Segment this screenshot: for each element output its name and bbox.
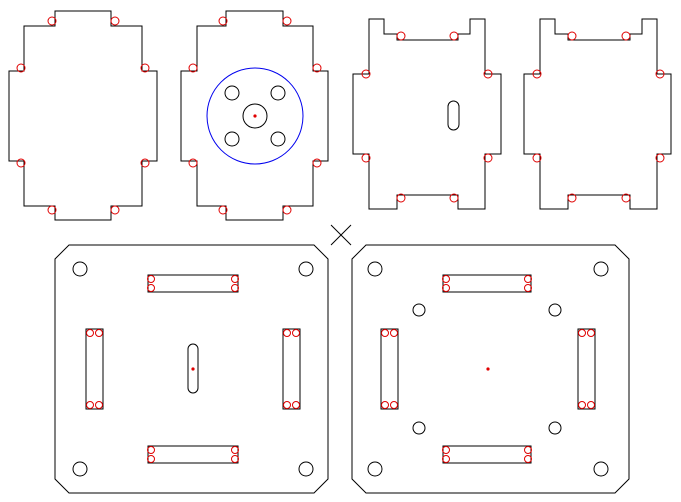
plate-outline xyxy=(351,244,630,494)
corner-holes xyxy=(72,261,314,477)
relief-hole xyxy=(621,31,631,41)
corner-hole xyxy=(298,461,314,477)
panel-outline xyxy=(352,18,502,210)
mortise-slot xyxy=(147,445,239,464)
mortise-slots xyxy=(380,274,596,464)
mortise-slot xyxy=(85,328,104,410)
relief-hole xyxy=(483,153,493,163)
corner-holes xyxy=(367,261,609,477)
mortise-slot xyxy=(577,328,596,410)
bolt-holes xyxy=(224,85,286,147)
relief-hole xyxy=(483,69,493,79)
relief-hole xyxy=(567,31,577,41)
corner-hole xyxy=(72,261,88,277)
relief-hole xyxy=(312,158,322,168)
bolt-hole xyxy=(224,85,240,101)
mortise-slot xyxy=(380,328,399,410)
center-slot xyxy=(187,343,199,394)
relief-hole xyxy=(140,158,150,168)
relief-hole xyxy=(532,153,542,163)
center-hole xyxy=(242,103,268,129)
relief-hole xyxy=(110,16,120,26)
relief-hole xyxy=(449,193,459,203)
origin-cross-marker xyxy=(330,224,352,246)
mortise-slot xyxy=(147,274,239,293)
corner-hole xyxy=(593,461,609,477)
relief-hole xyxy=(361,69,371,79)
end-panel-plain xyxy=(523,18,672,210)
panel-outline xyxy=(523,18,672,210)
relief-hole xyxy=(188,158,198,168)
mortise-slot xyxy=(442,445,532,464)
corner-reliefs xyxy=(532,31,665,203)
relief-hole xyxy=(621,193,631,203)
relief-hole xyxy=(567,193,577,203)
center-point xyxy=(486,367,490,371)
ring-holes xyxy=(412,303,562,435)
bolt-hole xyxy=(224,131,240,147)
ring-hole xyxy=(548,421,562,435)
corner-hole xyxy=(593,261,609,277)
ring-hole xyxy=(412,303,426,317)
mortise-slot xyxy=(442,274,532,293)
relief-hole xyxy=(47,16,57,26)
mount-circle xyxy=(206,67,304,165)
relief-hole xyxy=(655,69,665,79)
slot xyxy=(447,100,460,131)
relief-hole xyxy=(449,31,459,41)
end-panel-slot xyxy=(352,18,502,210)
relief-hole xyxy=(188,63,198,73)
relief-hole xyxy=(282,16,292,26)
relief-hole xyxy=(361,153,371,163)
relief-hole xyxy=(312,63,322,73)
relief-hole xyxy=(655,153,665,163)
relief-hole xyxy=(16,63,26,73)
relief-hole xyxy=(110,205,120,215)
center-point xyxy=(253,114,257,118)
relief-hole xyxy=(282,205,292,215)
corner-hole xyxy=(367,261,383,277)
corner-hole xyxy=(367,461,383,477)
mortise-slots xyxy=(85,274,301,464)
relief-hole xyxy=(396,193,406,203)
panel-outline xyxy=(8,10,158,221)
relief-hole xyxy=(140,63,150,73)
corner-reliefs xyxy=(361,31,493,203)
relief-hole xyxy=(532,69,542,79)
base-plate-holes xyxy=(351,244,630,494)
side-panel-motor-mount xyxy=(180,10,329,221)
relief-hole xyxy=(47,205,57,215)
mortise-slot xyxy=(282,328,301,410)
ring-hole xyxy=(548,303,562,317)
bolt-hole xyxy=(270,131,286,147)
relief-hole xyxy=(16,158,26,168)
relief-hole xyxy=(218,205,228,215)
corner-hole xyxy=(298,261,314,277)
corner-reliefs xyxy=(188,16,322,215)
center-point xyxy=(191,367,195,371)
corner-reliefs xyxy=(16,16,150,215)
plate-outline xyxy=(54,244,329,494)
relief-hole xyxy=(396,31,406,41)
bolt-hole xyxy=(270,85,286,101)
relief-hole xyxy=(218,16,228,26)
base-plate-slot xyxy=(54,244,329,494)
ring-hole xyxy=(412,421,426,435)
panel-outline xyxy=(180,10,329,221)
corner-hole xyxy=(72,461,88,477)
side-panel-plain xyxy=(8,10,158,221)
